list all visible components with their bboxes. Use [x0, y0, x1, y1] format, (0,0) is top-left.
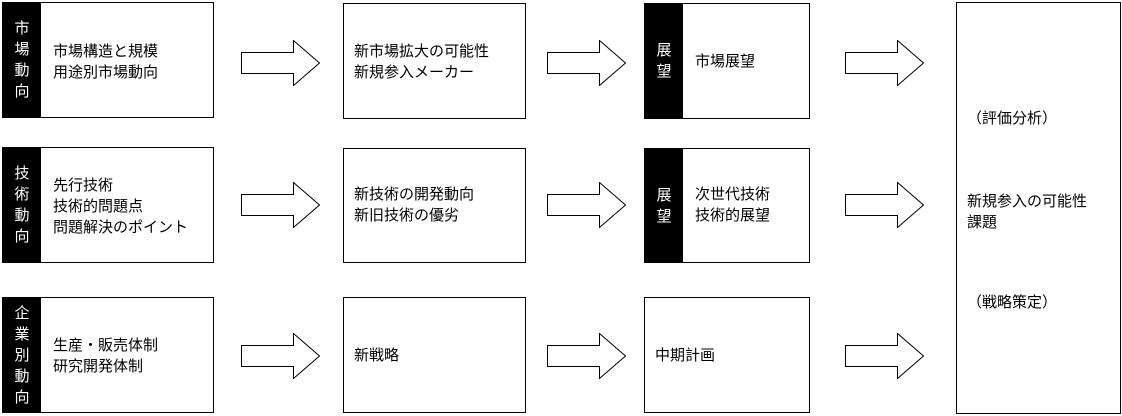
right-arrow-icon: [241, 40, 321, 86]
tech-outlook-item: 技術的展望: [695, 206, 771, 224]
tech-outlook-box: 展 望 次世代技術 技術的展望: [644, 148, 810, 263]
right-arrow-icon: [845, 182, 925, 228]
tech-outlook-item: 次世代技術: [695, 185, 771, 203]
right-arrow-icon: [547, 40, 627, 86]
tech-trend-item: 問題解決のポイント: [53, 218, 189, 236]
market-trend-items: 市場構造と規模 用途別市場動向: [53, 41, 158, 83]
evaluation-label: （評価分析）: [967, 109, 1058, 127]
tech-outlook-tag: 展 望: [645, 149, 683, 262]
right-arrow-icon: [547, 333, 627, 379]
company-trend-box: 企 業 別 動 向 生産・販売体制 研究開発体制: [2, 297, 214, 413]
tech-trend-tag: 技 術 動 向: [3, 148, 41, 262]
new-tech-item: 新技術の開発動向: [354, 185, 475, 203]
tech-trend-item: 技術的問題点: [53, 197, 144, 215]
right-arrow-icon: [547, 182, 627, 228]
new-strategy-item: 新戦略: [354, 346, 400, 364]
company-trend-tag: 企 業 別 動 向: [3, 298, 41, 412]
right-arrow-icon: [241, 333, 321, 379]
market-expansion-item: 新規参入メーカー: [354, 63, 475, 81]
company-trend-item: 研究開発体制: [53, 357, 144, 375]
market-trend-item: 用途別市場動向: [53, 63, 159, 81]
market-trend-item: 市場構造と規模: [53, 42, 159, 60]
market-trend-tag: 市 場 動 向: [3, 3, 41, 117]
new-tech-box: 新技術の開発動向 新旧技術の優劣: [343, 148, 526, 263]
market-outlook-box: 展 望 市場展望: [644, 3, 810, 119]
company-trend-item: 生産・販売体制: [53, 336, 159, 354]
market-trend-box: 市 場 動 向 市場構造と規模 用途別市場動向: [2, 2, 214, 118]
midterm-plan-box: 中期計画: [644, 297, 810, 413]
market-outlook-item: 市場展望: [695, 52, 756, 70]
market-outlook-tag: 展 望: [645, 4, 683, 118]
right-arrow-icon: [845, 333, 925, 379]
result-box: （評価分析） 新規参入の可能性 課題 （戦略策定）: [956, 2, 1121, 414]
new-tech-item: 新旧技術の優劣: [354, 206, 460, 224]
result-item: 新規参入の可能性: [967, 192, 1088, 210]
tech-trend-item: 先行技術: [53, 176, 114, 194]
midterm-plan-item: 中期計画: [655, 346, 716, 364]
right-arrow-icon: [845, 40, 925, 86]
right-arrow-icon: [241, 182, 321, 228]
result-item: 課題: [967, 213, 998, 231]
strategy-label: （戦略策定）: [967, 293, 1058, 311]
new-strategy-box: 新戦略: [343, 297, 526, 413]
market-expansion-item: 新市場拡大の可能性: [354, 42, 490, 60]
market-expansion-box: 新市場拡大の可能性 新規参入メーカー: [343, 3, 526, 119]
tech-trend-box: 技 術 動 向 先行技術 技術的問題点 問題解決のポイント: [2, 147, 214, 263]
